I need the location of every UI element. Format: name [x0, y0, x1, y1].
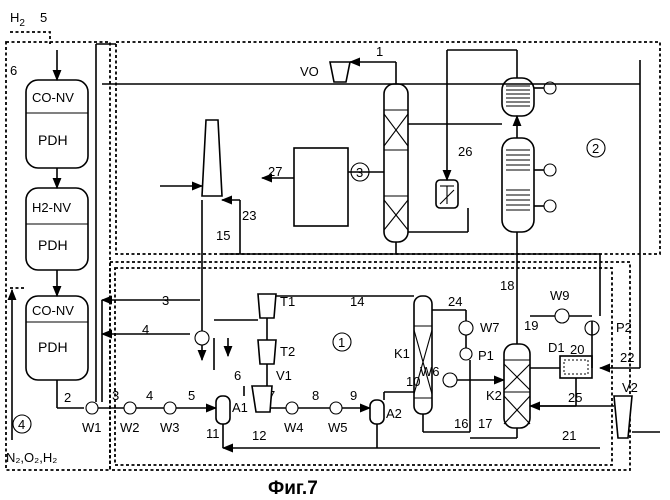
a2-label: A2 — [386, 406, 402, 421]
w9-label: W9 — [550, 288, 570, 303]
stream-10: 10 — [406, 374, 420, 389]
w4-label: W4 — [284, 420, 304, 435]
reactor-lower — [502, 138, 534, 232]
feed-bottom-label: N₂,O₂,H₂ — [6, 450, 57, 465]
vacuum-unit-vo — [330, 62, 350, 82]
dashed-boundaries — [6, 32, 660, 470]
v1-label: V1 — [276, 368, 292, 383]
stream-8: 8 — [312, 388, 319, 403]
vo-label: VO — [300, 64, 319, 79]
stream-3-mid: 3 — [162, 293, 169, 308]
stream-18: 18 — [500, 278, 514, 293]
compressor-stage — [252, 386, 272, 412]
stream-19: 19 — [524, 318, 538, 333]
k2-label: K2 — [486, 388, 502, 403]
exchanger-w6 — [443, 373, 457, 387]
stream-5-top: 5 — [40, 10, 47, 25]
stream-26: 26 — [458, 144, 472, 159]
v2-label: V2 — [622, 380, 638, 395]
storage-block — [294, 148, 348, 226]
stream-5-bottom: 5 — [188, 388, 195, 403]
a1-label: A1 — [232, 400, 248, 415]
separator-a2 — [370, 400, 384, 424]
exchanger-near-t1 — [195, 331, 209, 345]
reactor-3-top-label: CO-NV — [32, 303, 74, 318]
feed-top-label: H2 — [10, 10, 25, 29]
exchanger-w9 — [555, 309, 569, 323]
stream-15: 15 — [216, 228, 230, 243]
stream-24: 24 — [448, 294, 462, 309]
unit-4-label: 4 — [18, 417, 25, 432]
stream-16: 16 — [454, 416, 468, 431]
stream-4-mid: 4 — [142, 322, 149, 337]
w7-label: W7 — [480, 320, 500, 335]
pump-p1 — [460, 348, 472, 360]
k1-label: K1 — [394, 346, 410, 361]
stream-2: 2 — [64, 390, 71, 405]
t2-label: T2 — [280, 344, 295, 359]
p2-label: P2 — [616, 320, 632, 335]
compressor-v2 — [614, 396, 632, 438]
stream-9: 9 — [350, 388, 357, 403]
column-section-3 — [384, 84, 408, 242]
heater-lower — [544, 200, 556, 212]
stream-27: 27 — [268, 164, 282, 179]
column-k1 — [414, 296, 432, 414]
d1-label: D1 — [548, 340, 565, 355]
figure-caption: Фиг.7 — [268, 478, 318, 499]
stream-4-bottom: 4 — [146, 388, 153, 403]
turbine-t1 — [258, 294, 276, 318]
flare-stack — [202, 120, 222, 196]
stream-3-bottom: 3 — [112, 388, 119, 403]
separator-a1 — [216, 396, 230, 424]
heater-middle — [544, 164, 556, 176]
reactor-3-main-label: PDH — [38, 339, 68, 355]
stream-6-top: 6 — [10, 63, 17, 78]
stream-1: 1 — [376, 44, 383, 59]
stream-20: 20 — [570, 342, 584, 357]
stream-23: 23 — [242, 208, 256, 223]
exchanger-w7 — [459, 321, 473, 335]
stream-21: 21 — [562, 428, 576, 443]
w5-label: W5 — [328, 420, 348, 435]
stream-6-mid: 6 — [234, 368, 241, 383]
reactor-2-top-label: H2-NV — [32, 200, 71, 215]
reactor-2-main-label: PDH — [38, 237, 68, 253]
unit-2-label: 2 — [592, 141, 599, 156]
w3-label: W3 — [160, 420, 180, 435]
stream-17: 17 — [478, 416, 492, 431]
stream-14: 14 — [350, 294, 364, 309]
p1-label: P1 — [478, 348, 494, 363]
stream-11: 11 — [206, 426, 220, 441]
reactor-1-top-label: CO-NV — [32, 90, 74, 105]
w1-label: W1 — [82, 420, 102, 435]
w6-label: W6 — [420, 364, 440, 379]
unit-1-label: 1 — [338, 335, 345, 350]
stream-22: 22 — [620, 350, 634, 365]
vessel-d1 — [560, 356, 592, 378]
turbine-t2 — [258, 340, 276, 364]
reactor-1-main-label: PDH — [38, 132, 68, 148]
stream-12: 12 — [252, 428, 266, 443]
w2-label: W2 — [120, 420, 140, 435]
